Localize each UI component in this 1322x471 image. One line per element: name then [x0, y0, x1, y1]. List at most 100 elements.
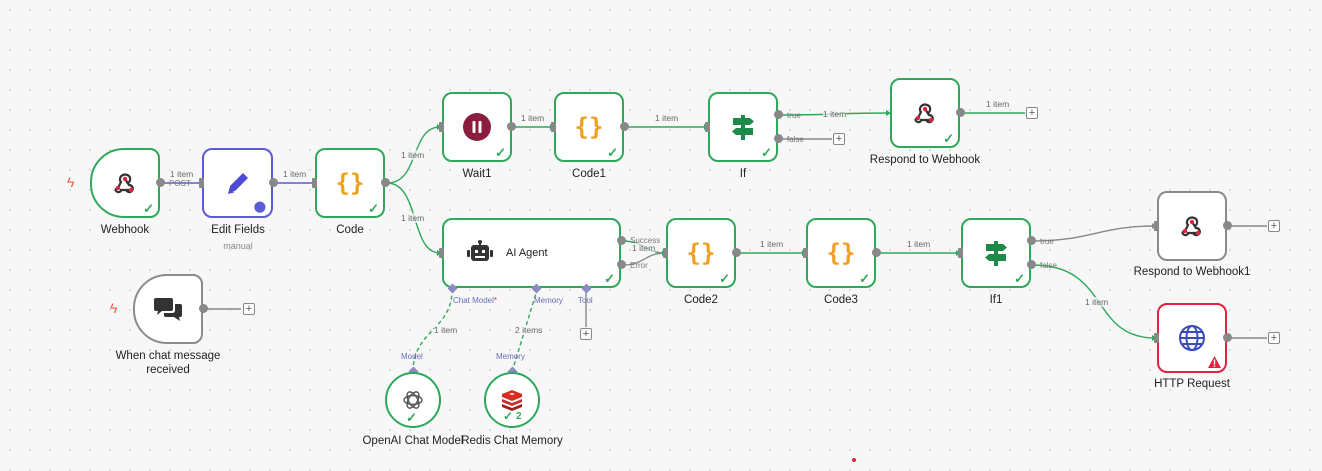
output-port[interactable] [269, 178, 278, 187]
output-port[interactable] [507, 122, 516, 131]
run-count: 2 [516, 411, 522, 422]
robot-icon [467, 240, 493, 261]
node-respond-to-webhook[interactable]: ✓ [890, 78, 960, 148]
add-node-button[interactable]: + [1026, 107, 1038, 119]
success-check-icon: ✓ [495, 145, 506, 160]
node-code1[interactable]: {} ✓ [554, 92, 624, 162]
output-port-false[interactable] [774, 134, 783, 143]
add-node-button[interactable]: + [833, 133, 845, 145]
webhook-icon [1181, 216, 1201, 237]
add-node-button[interactable]: + [243, 303, 255, 315]
warning-icon [1208, 356, 1221, 368]
node-wait1[interactable]: ✓ [442, 92, 512, 162]
node-label-webhook: Webhook [100, 224, 150, 236]
output-port[interactable] [381, 178, 390, 187]
port-label-true: true [1040, 237, 1054, 246]
success-check-icon: ✓ [503, 409, 514, 423]
signpost-icon [732, 115, 754, 140]
output-port[interactable] [1223, 333, 1232, 342]
node-redis-chat-memory[interactable]: ✓ 2 [484, 372, 540, 428]
success-check-icon: ✓ [943, 131, 954, 146]
port-label-post: POST [169, 179, 191, 188]
input-port[interactable] [663, 248, 668, 258]
node-respond-to-webhook1[interactable] [1157, 191, 1227, 261]
output-port[interactable] [199, 304, 208, 313]
success-check-icon: ✓ [761, 145, 772, 160]
edge-item-count: 1 item [401, 213, 425, 223]
input-port[interactable] [705, 122, 710, 132]
node-label-wait1: Wait1 [462, 168, 492, 180]
output-port[interactable] [732, 248, 741, 257]
node-code3[interactable]: {} ✓ [806, 218, 876, 288]
signpost-icon [985, 241, 1007, 266]
output-port-success[interactable] [617, 236, 626, 245]
success-check-icon: ✓ [143, 201, 154, 216]
node-chat-trigger[interactable] [133, 274, 203, 344]
success-check-icon: ✓ [607, 145, 618, 160]
output-port[interactable] [872, 248, 881, 257]
sub-port-label-model: Model [401, 352, 423, 361]
port-label-false: false [787, 135, 804, 144]
output-port-error[interactable] [617, 260, 626, 269]
input-port[interactable] [199, 178, 204, 188]
trigger-bolt-icon: ϟ [110, 300, 118, 316]
edge-item-count: 1 item [907, 239, 931, 249]
node-sublabel-edit-fields: manual [223, 241, 253, 251]
add-node-button[interactable]: + [1268, 220, 1280, 232]
node-code2[interactable]: {} ✓ [666, 218, 736, 288]
node-edit-fields[interactable]: ⬤ [202, 148, 273, 218]
node-webhook[interactable]: ✓ [90, 148, 160, 218]
canvas-marker [852, 458, 856, 462]
output-port[interactable] [1223, 221, 1232, 230]
node-label-code: Code [336, 224, 364, 236]
success-check-icon: ✓ [368, 201, 379, 216]
input-port[interactable] [312, 178, 317, 188]
node-label-code3: Code3 [824, 294, 858, 306]
edge-item-count: 1 item [521, 113, 545, 123]
output-port[interactable] [956, 108, 965, 117]
pin-icon: ⬤ [253, 201, 266, 213]
node-code[interactable]: {} ✓ [315, 148, 385, 218]
node-if[interactable]: ✓ [708, 92, 778, 162]
input-port[interactable] [958, 248, 963, 258]
node-label-http-request: HTTP Request [1154, 378, 1230, 390]
input-port[interactable] [803, 248, 808, 258]
node-openai-chat-model[interactable]: ✓ [385, 372, 441, 428]
edge-item-count: 1 item [1085, 297, 1109, 307]
success-check-icon: ✓ [859, 271, 870, 286]
node-label-if: If [739, 168, 747, 180]
edge-item-count: 1 item [986, 99, 1010, 109]
edge-item-count: 1 item [760, 239, 784, 249]
port-label-error: Error [630, 261, 648, 270]
node-if1[interactable]: ✓ [961, 218, 1031, 288]
node-label-openai-chat-model: OpenAI Chat Model [362, 435, 464, 447]
edge-item-count: 1 item [632, 243, 656, 253]
output-port[interactable] [620, 122, 629, 131]
node-label-chat-trigger-line1: When chat message [115, 350, 221, 362]
add-tool-button[interactable]: + [580, 328, 592, 340]
redis-icon [502, 390, 522, 411]
port-label-false: false [1040, 261, 1057, 270]
edge-item-count: 1 item [401, 150, 425, 160]
input-port[interactable] [1154, 333, 1159, 343]
node-label-chat-trigger-line2: received [146, 364, 190, 376]
edge-item-count: 1 item [655, 113, 679, 123]
output-port[interactable] [156, 178, 165, 187]
node-label-if1: If1 [989, 294, 1003, 306]
globe-icon [1179, 325, 1205, 351]
input-port[interactable] [439, 122, 444, 132]
node-http-request[interactable] [1157, 303, 1227, 373]
node-ai-agent[interactable]: AI Agent ✓ [442, 218, 621, 288]
edge-item-count: 2 items [515, 325, 543, 335]
output-port-true[interactable] [774, 110, 783, 119]
add-node-button[interactable]: + [1268, 332, 1280, 344]
code-braces-icon: {} [574, 113, 604, 141]
input-port[interactable] [1154, 221, 1159, 231]
sub-port-label-chat-model: Chat Model* [453, 296, 497, 305]
output-port-true[interactable] [1027, 236, 1036, 245]
input-port[interactable] [551, 122, 556, 132]
chat-bubbles-icon [154, 298, 182, 321]
output-port-false[interactable] [1027, 260, 1036, 269]
input-port[interactable] [439, 248, 444, 258]
trigger-bolt-icon: ϟ [67, 174, 75, 190]
